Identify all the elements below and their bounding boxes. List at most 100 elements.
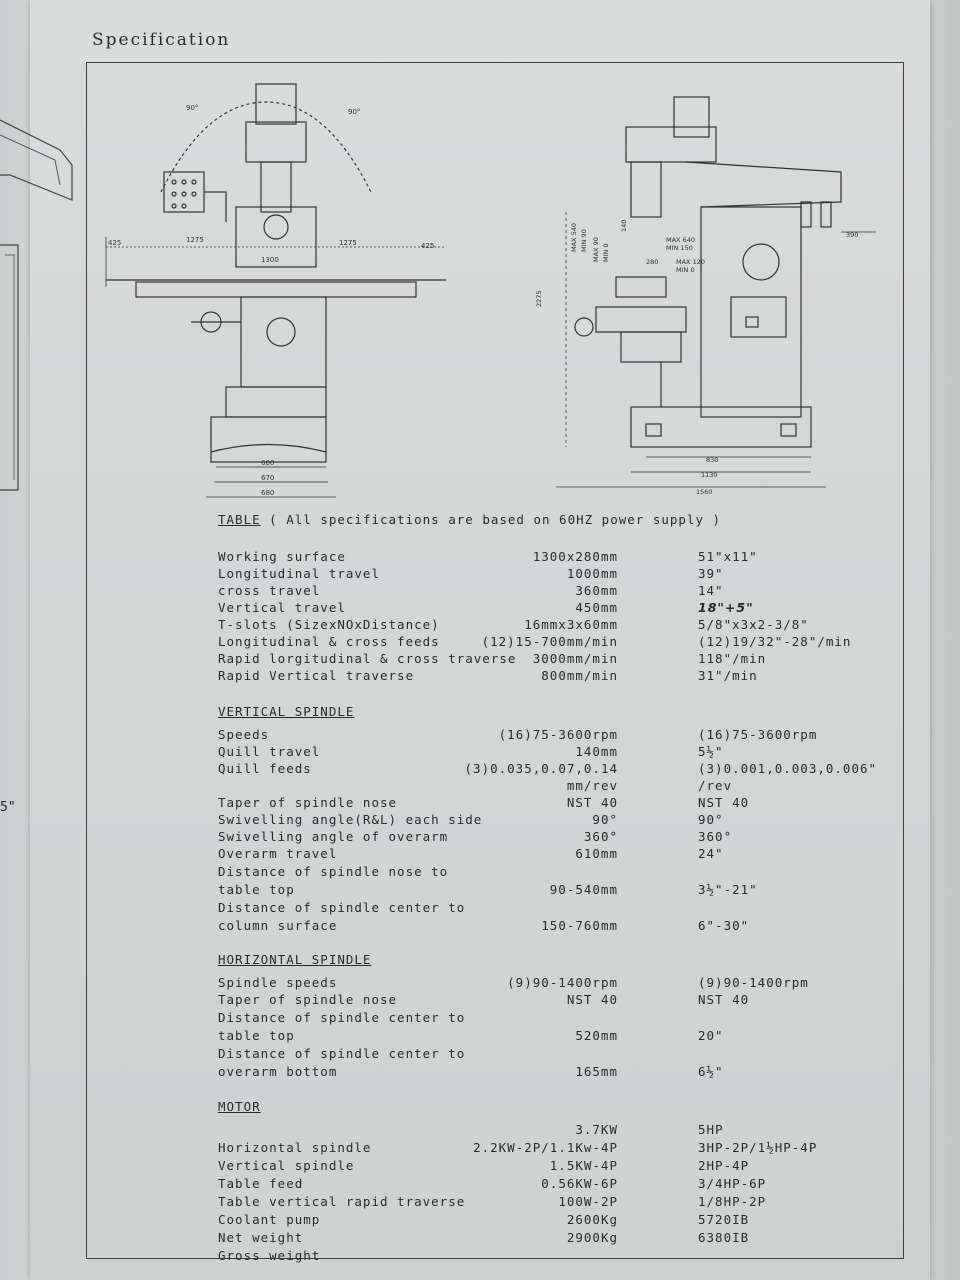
spec-metric: 0.56KW-6P xyxy=(541,1176,618,1191)
spec-imperial: NST 40 xyxy=(698,795,750,810)
margin-mark: 5" xyxy=(0,800,16,815)
spec-metric: 610mm xyxy=(575,846,618,861)
dim-max90: MAX 90 xyxy=(592,237,600,262)
spec-label: table top xyxy=(218,1028,295,1043)
spec-row: mm/rev/rev xyxy=(218,778,858,795)
spec-metric: 1300x280mm xyxy=(532,549,618,564)
spec-imperial: 5½" xyxy=(698,744,724,759)
spec-row: Distance of spindle center to xyxy=(218,1010,858,1027)
spec-metric: 90° xyxy=(592,812,618,827)
spec-metric: NST 40 xyxy=(566,992,618,1007)
dim-1560: 1560 xyxy=(696,488,713,496)
spec-row: Distance of spindle nose to xyxy=(218,864,858,881)
spec-imperial: 3HP-2P/1½HP-4P xyxy=(698,1140,818,1155)
dim-2275: 2275 xyxy=(535,290,543,307)
dim-min0b: MIN 0 xyxy=(676,266,695,274)
spec-imperial: 20" xyxy=(698,1028,724,1043)
spec-imperial: /rev xyxy=(698,778,733,793)
spec-label: Distance of spindle center to xyxy=(218,900,466,915)
spec-metric: (12)15-700mm/min xyxy=(481,634,618,649)
spec-metric: NST 40 xyxy=(566,795,618,810)
spec-label: table top xyxy=(218,882,295,897)
spec-imperial: 90° xyxy=(698,812,724,827)
spec-imperial: 51"x11" xyxy=(698,549,758,564)
dim-max640: MAX 640 xyxy=(666,236,695,244)
spec-metric: 100W-2P xyxy=(558,1194,618,1209)
spec-label: cross travel xyxy=(218,583,321,598)
spec-label: Swivelling angle of overarm xyxy=(218,829,449,844)
spec-label: Longitudinal & cross feeds xyxy=(218,634,440,649)
dim-425-left: 425 xyxy=(108,239,121,247)
spec-imperial: 6½" xyxy=(698,1064,724,1079)
spec-imperial: 31"/min xyxy=(698,668,758,683)
spec-metric: 140mm xyxy=(575,744,618,759)
dim-280: 280 xyxy=(646,258,658,266)
front-view-drawing: 90° 90° 425 1275 1275 425 1300 600 670 6… xyxy=(105,83,446,498)
spec-row: Quill feeds(3)0.035,0.07,0.14(3)0.001,0.… xyxy=(218,761,876,778)
table-section-heading: TABLE ( All specifications are based on … xyxy=(218,512,721,527)
spec-label: Longitudinal travel xyxy=(218,566,380,581)
table-heading: TABLE xyxy=(218,512,261,527)
spec-metric: 165mm xyxy=(575,1064,618,1079)
spec-label: Table vertical rapid traverse xyxy=(218,1194,466,1209)
spec-label: Vertical spindle xyxy=(218,1158,355,1173)
spec-metric: 450mm xyxy=(575,600,618,615)
spec-row: Distance of spindle center to xyxy=(218,1046,858,1063)
spec-metric: (3)0.035,0.07,0.14 xyxy=(464,761,618,776)
spec-label: column surface xyxy=(218,918,338,933)
spec-imperial: 6"-30" xyxy=(698,918,750,933)
spec-row: Spindle speeds(9)90-1400rpm(9)90-1400rpm xyxy=(218,975,858,992)
spec-imperial: 39" xyxy=(698,566,724,581)
spec-row: table top 520mm 20" xyxy=(218,1028,858,1045)
spec-imperial: (12)19/32"-28"/min xyxy=(698,634,852,649)
dim-830: 830 xyxy=(706,456,718,464)
spec-imperial: 14" xyxy=(698,583,724,598)
dim-min90: MIN 90 xyxy=(580,229,588,252)
spec-label: T-slots (SizexNOxDistance) xyxy=(218,617,440,632)
spec-label: Distance of spindle nose to xyxy=(218,864,449,879)
spec-imperial: 5/8"x3x2-3/8" xyxy=(698,617,809,632)
spec-label: Quill feeds xyxy=(218,761,312,776)
spec-metric: (16)75-3600rpm xyxy=(498,727,618,742)
spec-metric: 520mm xyxy=(575,1028,618,1043)
dim-140: 140 xyxy=(620,220,628,232)
spec-label: Quill travel xyxy=(218,744,321,759)
machine-drawings: 90° 90° 425 1275 1275 425 1300 600 670 6… xyxy=(86,62,902,507)
adjacent-page-drawing xyxy=(0,119,73,491)
dim-angle-right: 90° xyxy=(348,108,360,116)
spec-metric: 90-540mm xyxy=(549,882,618,897)
dim-angle-left: 90° xyxy=(186,104,198,112)
spec-row: cross travel 360mm 14" xyxy=(218,583,858,600)
spec-label: Rapid Vertical traverse xyxy=(218,668,415,683)
spec-metric: 360° xyxy=(583,829,618,844)
dim-680: 680 xyxy=(261,489,274,497)
spec-imperial: 3/4HP-6P xyxy=(698,1176,767,1191)
dim-600: 600 xyxy=(261,459,274,467)
spec-metric: 360mm xyxy=(575,583,618,598)
spec-row: Speeds(16)75-3600rpm(16)75-3600rpm xyxy=(218,727,858,744)
dim-1300: 1300 xyxy=(261,256,279,264)
spec-label: Net weight xyxy=(218,1230,304,1245)
spec-imperial: (9)90-1400rpm xyxy=(698,975,809,990)
dim-max540: MAX 540 xyxy=(570,223,578,252)
spec-label: Distance of spindle center to xyxy=(218,1010,466,1025)
spec-metric: 1.5KW-4P xyxy=(549,1158,618,1173)
dim-min0: MIN 0 xyxy=(602,243,610,262)
spec-imperial: 18"+5" xyxy=(698,600,754,615)
spec-metric: 16mmx3x60mm xyxy=(524,617,618,632)
spec-metric: (9)90-1400rpm xyxy=(507,975,618,990)
spec-label: Gross weight xyxy=(218,1248,321,1263)
